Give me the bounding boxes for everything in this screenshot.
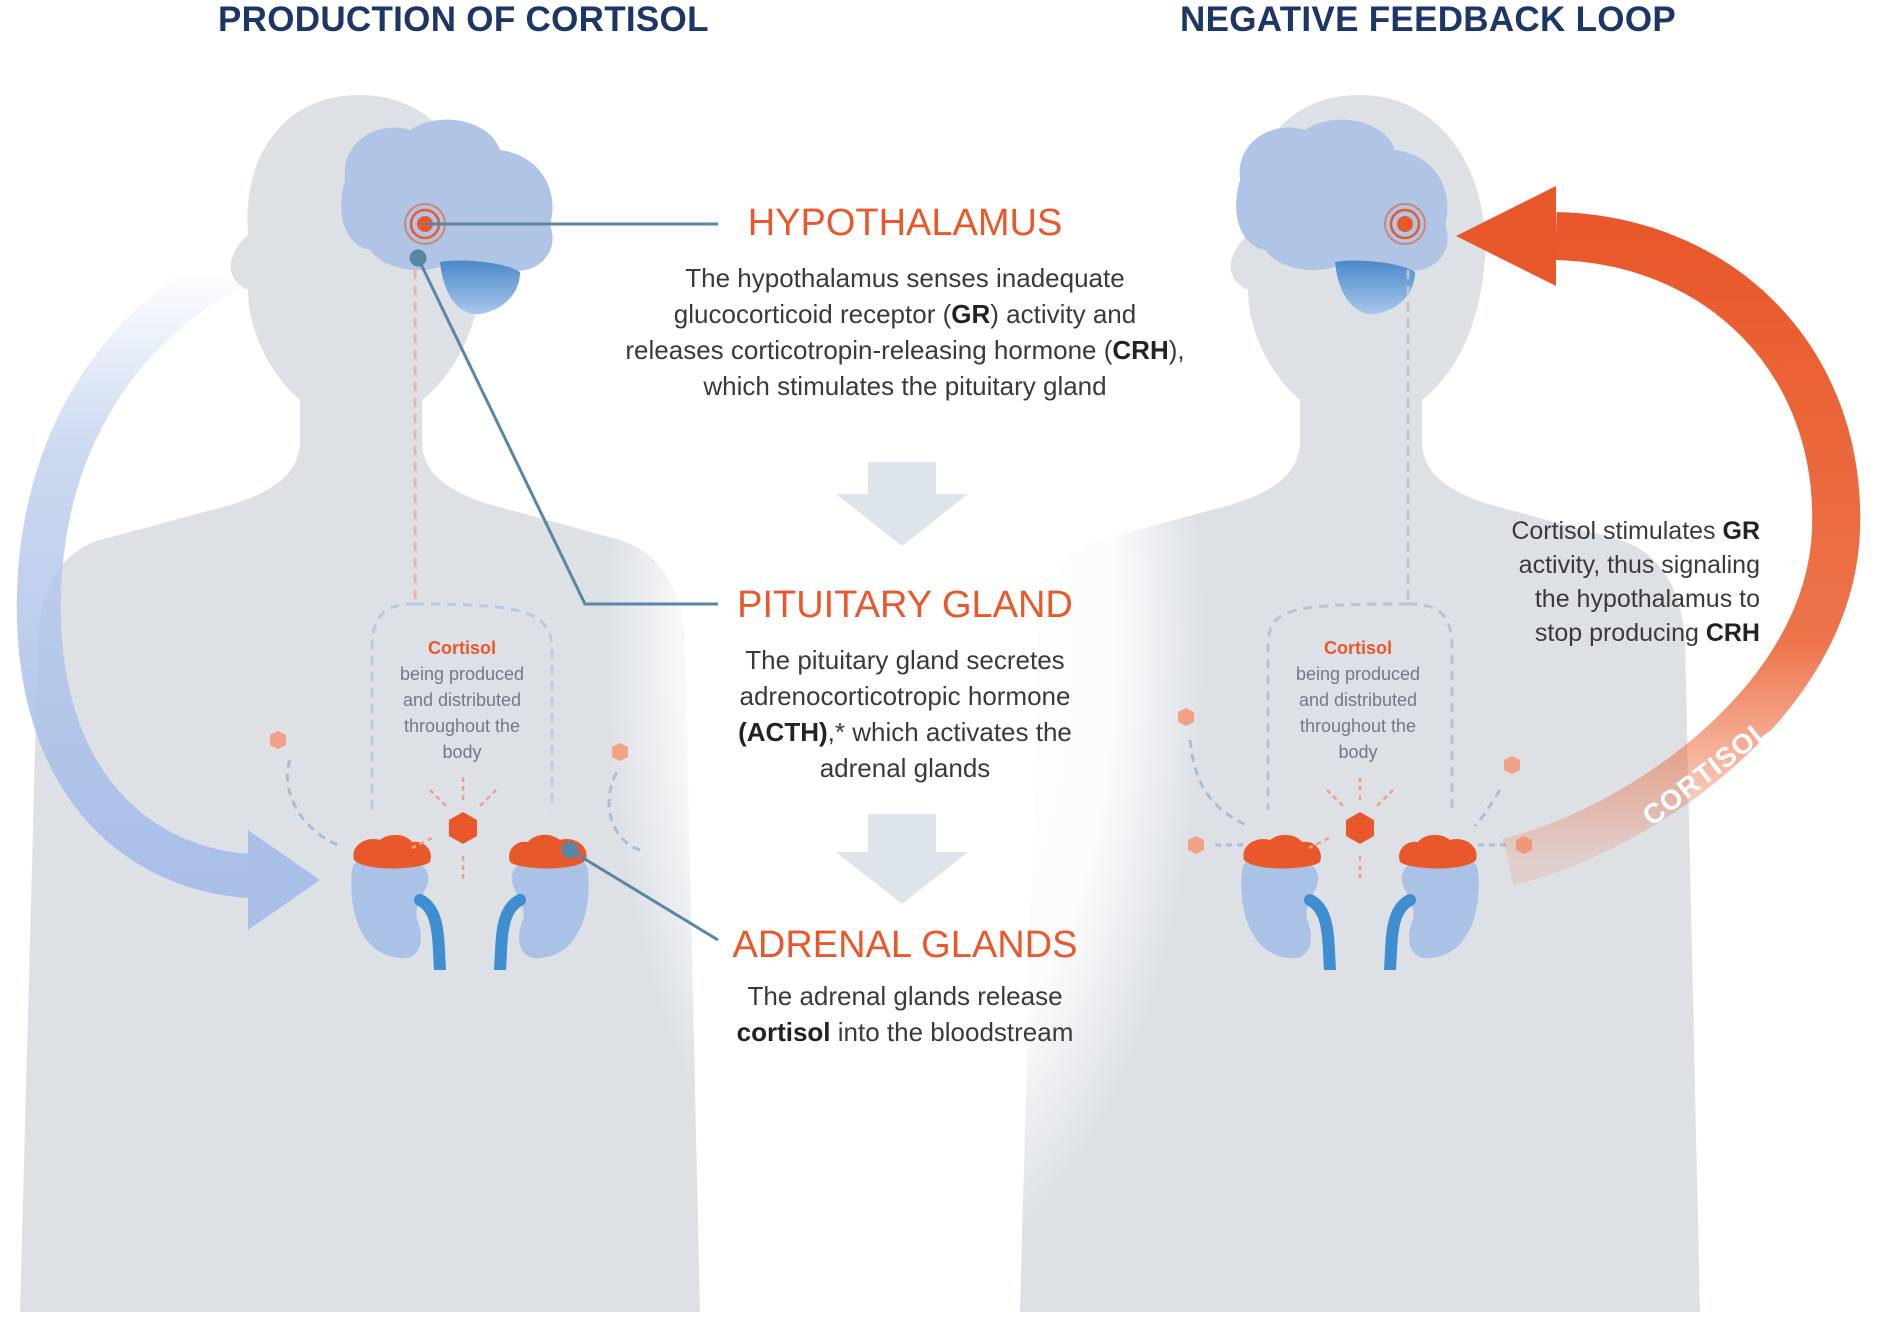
cortisol-note-line: body	[1338, 742, 1378, 762]
text-line: adrenocorticotropic hormone	[739, 681, 1071, 711]
cortisol-note-line: and distributed	[402, 690, 522, 710]
text-line: Cortisol stimulates GR	[1511, 517, 1761, 545]
cortisol-note-line: being produced	[1295, 664, 1421, 684]
pituitary-connector	[409, 249, 718, 606]
right-brain	[1236, 119, 1448, 315]
pituitary-title: PITUITARY GLAND	[737, 584, 1073, 626]
bold-term: CRH	[1705, 619, 1760, 647]
center-fade	[605, 0, 1205, 1280]
text-line: releases corticotropin-releasing hormone…	[625, 335, 1185, 365]
bold-term: GR	[1722, 517, 1761, 545]
text-line: the hypothalamus to	[1534, 585, 1760, 613]
cortisol-note-line: and distributed	[1298, 690, 1418, 710]
adrenal-description: The adrenal glands release cortisol into …	[585, 978, 1225, 1050]
blue-production-arrow	[16, 248, 320, 930]
cortisol-note-head: Cortisol	[1323, 638, 1392, 658]
cortisol-note-line: body	[442, 742, 482, 762]
bold-term: (ACTH)	[738, 717, 828, 747]
left-brain	[341, 119, 553, 315]
bold-term: CRH	[1112, 335, 1169, 365]
text-line: (ACTH),* which activates the	[738, 717, 1072, 747]
adrenal-title: ADRENAL GLANDS	[732, 924, 1078, 966]
left-cortisol-molecules	[270, 731, 641, 880]
right-cortisol-note: Cortisol being produced and distributed …	[1278, 635, 1438, 765]
right-dashed-pathway	[1266, 270, 1454, 810]
adrenal-connector	[561, 841, 719, 942]
cortisol-note-line: throughout the	[1299, 716, 1417, 736]
text-line: adrenal glands	[819, 753, 991, 783]
step-down-arrow-1	[836, 462, 968, 546]
text-line: glucocorticoid receptor (GR) activity an…	[673, 299, 1137, 329]
text-line: The hypothalamus senses inadequate	[685, 263, 1125, 293]
cortisol-note-head: Cortisol	[427, 638, 496, 658]
bold-term: GR	[951, 299, 991, 329]
text-line: cortisol into the bloodstream	[736, 1017, 1074, 1047]
right-hypothalamus-marker	[1384, 203, 1426, 245]
step-down-arrow-2	[836, 814, 968, 904]
left-dashed-pathway	[370, 270, 554, 810]
text-line: The adrenal glands release	[747, 981, 1063, 1011]
left-cortisol-note: Cortisol being produced and distributed …	[382, 635, 542, 765]
hypothalamus-description: The hypothalamus senses inadequate glucoc…	[585, 260, 1225, 404]
feedback-section-title: NEGATIVE FEEDBACK LOOP	[1180, 0, 1676, 39]
text-line: The pituitary gland secretes	[745, 645, 1065, 675]
text-line: activity, thus signaling	[1518, 551, 1760, 579]
right-cortisol-molecules	[1178, 708, 1532, 880]
bold-term: cortisol	[736, 1017, 831, 1047]
pituitary-description: The pituitary gland secretes adrenocortic…	[585, 642, 1225, 786]
cortisol-note-line: throughout the	[403, 716, 521, 736]
text-line: stop producing CRH	[1534, 619, 1760, 647]
cortisol-note-line: being produced	[399, 664, 525, 684]
feedback-description: Cortisol stimulates GR activity, thus sig…	[1380, 514, 1760, 650]
hypothalamus-title: HYPOTHALAMUS	[747, 202, 1063, 244]
text-line: which stimulates the pituitary gland	[703, 371, 1107, 401]
production-section-title: PRODUCTION OF CORTISOL	[218, 0, 709, 39]
